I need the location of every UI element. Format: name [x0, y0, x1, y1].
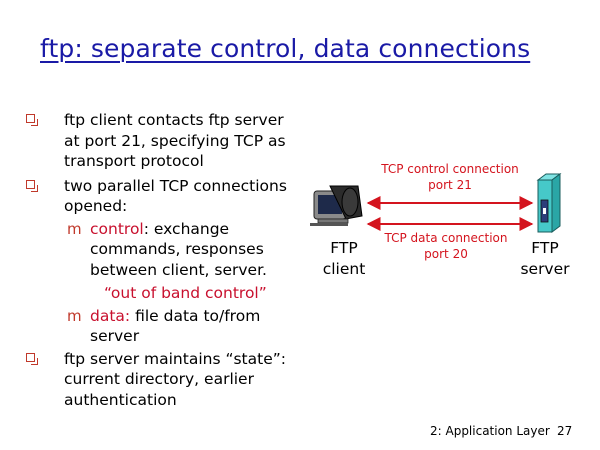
data-rest: file data to/from [130, 306, 261, 325]
bullet-line: transport protocol [64, 152, 204, 170]
bullet-line: opened: [64, 197, 128, 215]
bullet-list: ftp client contacts ftp server at port 2… [22, 110, 302, 410]
ftp-server-label: FTP server [512, 238, 578, 280]
bullet-server-state: ftp server maintains “state”: current di… [22, 349, 302, 411]
bullet-line: between client, server. [90, 260, 267, 279]
control-first-line: control: exchange [90, 219, 302, 240]
square-bullet-icon [26, 352, 38, 365]
data-connection-label: TCP data connection port 20 [372, 230, 520, 262]
circle-bullet-icon: m [67, 219, 82, 238]
footer-page-number: 27 [557, 424, 573, 438]
control-connection-title: TCP control connection [381, 162, 519, 176]
bullet-line: two parallel TCP connections [64, 176, 287, 195]
bullet-line: at port 21, specifying TCP as [64, 131, 286, 150]
bullet-line: authentication [64, 390, 177, 409]
bullet-line: commands, responses [90, 240, 264, 258]
server-label-line: server [520, 260, 570, 278]
bullet-parallel-connections: two parallel TCP connections opened: [22, 176, 302, 217]
out-of-band-note: “out of band control” [104, 284, 267, 302]
control-term: control [90, 219, 144, 238]
slide-title: ftp: separate control, data connections [40, 34, 531, 63]
bullet-line: ftp client contacts ftp server [64, 111, 284, 129]
data-connection-title: TCP data connection [384, 231, 508, 245]
square-bullet-icon [26, 179, 38, 192]
client-label-line: FTP [330, 239, 358, 257]
bullet-client-contacts: ftp client contacts ftp server at port 2… [22, 110, 302, 172]
bullet-line: current directory, earlier [64, 370, 254, 388]
control-rest: : exchange [143, 219, 230, 238]
bullet-line: ftp server maintains “state”: [64, 349, 287, 368]
control-connection-label: TCP control connection port 21 [372, 161, 528, 193]
circle-bullet-icon: m [67, 306, 82, 325]
data-first-line: data: file data to/from [90, 306, 302, 327]
server-tower-icon [536, 173, 562, 233]
bullet-line: server [90, 327, 140, 345]
server-label-line: FTP [531, 239, 559, 257]
footer-chapter: 2: Application Layer [430, 424, 550, 438]
subbullet-data: m data: file data to/from server [22, 306, 302, 347]
client-computer-icon [310, 185, 363, 226]
square-bullet-icon [26, 114, 38, 126]
client-label-line: client [322, 260, 366, 278]
ftp-client-label: FTP client [314, 238, 374, 280]
subbullet-control: m control: exchange commands, responses … [22, 219, 302, 281]
data-term: data: [90, 306, 131, 325]
control-connection-port: port 21 [428, 178, 472, 192]
data-connection-port: port 20 [424, 247, 468, 261]
